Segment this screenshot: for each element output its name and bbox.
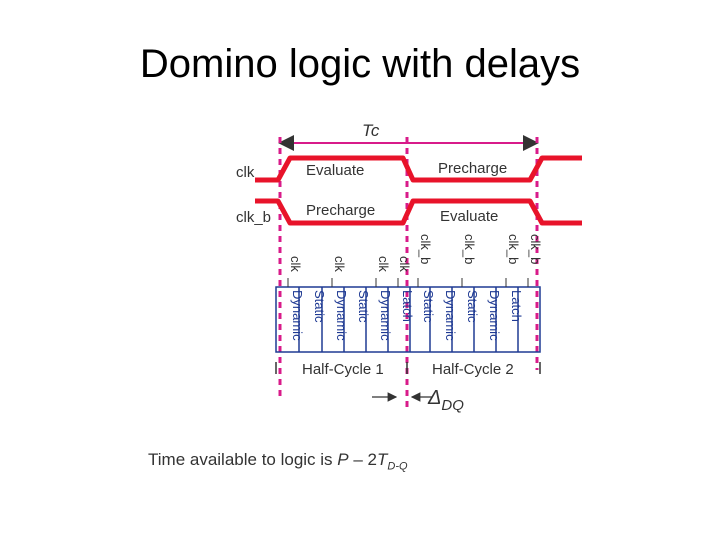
stage-label: Dynamic bbox=[443, 290, 458, 341]
signal-label-clkb: clk_b bbox=[236, 209, 271, 226]
clkb-phase-precharge: Precharge bbox=[306, 202, 375, 219]
half2-stages: Static Dynamic Static Dynamic Latch bbox=[421, 290, 524, 341]
stage-label: Dynamic bbox=[290, 290, 305, 341]
stage-dividers bbox=[298, 287, 519, 352]
clock-input-label: clk_b bbox=[506, 234, 521, 264]
caption: Time available to logic is P – 2TD-Q bbox=[148, 450, 408, 472]
clock-input-ticks bbox=[287, 278, 529, 287]
clock-input-label: clk bbox=[376, 256, 391, 272]
half1-clock-inputs: clk clk clk clk bbox=[288, 256, 412, 272]
stage-label: Static bbox=[356, 290, 371, 323]
half-cycle-brackets bbox=[275, 362, 541, 374]
stage-label: Latch bbox=[509, 290, 524, 322]
clk-waveform bbox=[255, 155, 582, 183]
signal-label-clk: clk bbox=[236, 164, 255, 181]
stage-label: Static bbox=[421, 290, 436, 323]
delta-symbol: Δ bbox=[427, 387, 441, 409]
stage-label: Dynamic bbox=[334, 290, 349, 341]
clk-phase-precharge: Precharge bbox=[438, 160, 507, 177]
clock-input-label: clk_b bbox=[462, 234, 477, 264]
stage-label: Static bbox=[465, 290, 480, 323]
half-cycle-1-label: Half-Cycle 1 bbox=[302, 361, 384, 378]
delta-subscript: DQ bbox=[441, 397, 464, 414]
clock-input-label: clk_b bbox=[528, 234, 543, 264]
clock-input-label: clk_b bbox=[418, 234, 433, 264]
slide-title: Domino logic with delays bbox=[139, 42, 581, 86]
caption-prefix: Time available to logic is bbox=[148, 450, 338, 469]
clock-input-label: clk bbox=[397, 256, 412, 272]
clkb-waveform bbox=[255, 198, 582, 226]
delta-label: ΔDQ bbox=[427, 387, 464, 414]
clock-input-label: clk bbox=[288, 256, 303, 272]
half2-clock-inputs: clk_b clk_b clk_b clk_b bbox=[418, 234, 543, 264]
caption-p: P bbox=[337, 450, 349, 469]
stage-label: Static bbox=[312, 290, 327, 323]
caption-sub: D-Q bbox=[387, 460, 408, 473]
half1-stages: Dynamic Static Dynamic Static Dynamic La… bbox=[290, 290, 415, 341]
clock-input-label: clk bbox=[332, 256, 347, 272]
stage-label: Dynamic bbox=[378, 290, 393, 341]
clk-phase-evaluate: Evaluate bbox=[306, 162, 364, 179]
stage-label: Dynamic bbox=[487, 290, 502, 341]
stage-label: Latch bbox=[400, 290, 415, 322]
caption-t: T bbox=[377, 450, 388, 469]
caption-minus: – 2 bbox=[348, 450, 377, 469]
clkb-phase-evaluate: Evaluate bbox=[440, 208, 498, 225]
half-cycle-2-label: Half-Cycle 2 bbox=[432, 361, 514, 378]
period-label: Tc bbox=[362, 121, 380, 140]
logic-block bbox=[275, 286, 541, 353]
